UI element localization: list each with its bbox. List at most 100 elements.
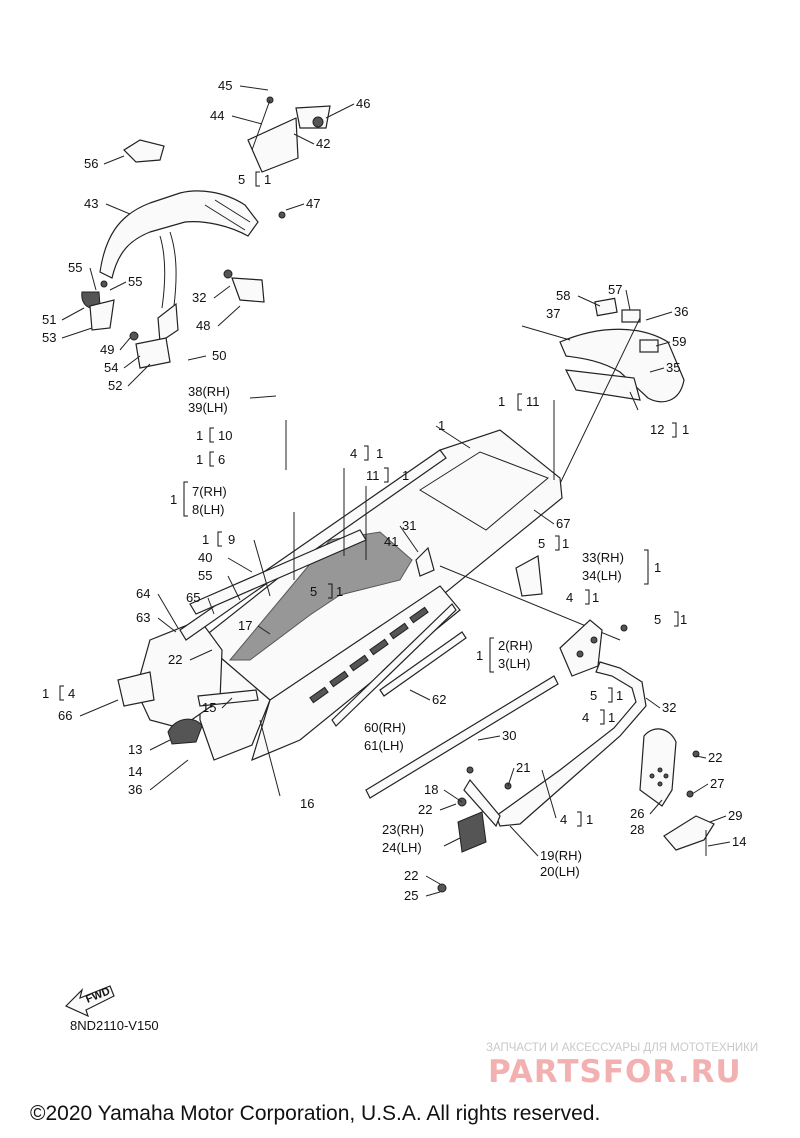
label-1: 1 (336, 584, 343, 599)
label-31: 31 (402, 518, 416, 533)
label-22: 22 (418, 802, 432, 817)
tunnel-frame (117, 400, 621, 799)
drawing-code: 8ND2110-V150 (70, 1018, 159, 1033)
label-3-lh: 3(LH) (498, 656, 531, 671)
label-24-lh: 24(LH) (382, 840, 422, 855)
label-37: 37 (546, 306, 560, 321)
watermark-tagline: ЗАПЧАСТИ И АКСЕССУАРЫ ДЛЯ МОТОТЕХНИКИ (486, 1042, 759, 1054)
label-23-rh: 23(RH) (382, 822, 424, 837)
label-64: 64 (136, 586, 150, 601)
bracket-marks (59, 171, 679, 827)
label-54: 54 (104, 360, 118, 375)
label-39-lh: 39(LH) (188, 400, 228, 415)
label-53: 53 (42, 330, 56, 345)
label-27: 27 (710, 776, 724, 791)
label-21: 21 (516, 760, 530, 775)
label-41: 41 (384, 534, 398, 549)
label-1: 1 (562, 536, 569, 551)
label-4: 4 (582, 710, 589, 725)
label-17: 17 (238, 618, 252, 633)
forward-arrow: FWD (64, 985, 115, 1018)
label-22: 22 (404, 868, 418, 883)
label-59: 59 (672, 334, 686, 349)
label-51: 51 (42, 312, 56, 327)
foot-brace-tube (495, 661, 647, 827)
label-18: 18 (424, 782, 438, 797)
label-1: 1 (680, 612, 687, 627)
label-4: 4 (560, 812, 567, 827)
label-1: 1 (196, 452, 203, 467)
label-1: 1 (196, 428, 203, 443)
label-60-rh: 60(RH) (364, 720, 406, 735)
mount-plate-2 (559, 619, 603, 677)
label-61-lh: 61(LH) (364, 738, 404, 753)
label-52: 52 (108, 378, 122, 393)
rear-bracket (247, 117, 299, 173)
label-26: 26 (630, 806, 644, 821)
label-50: 50 (212, 348, 226, 363)
label-55: 55 (198, 568, 212, 583)
rear-flap-assembly (521, 297, 685, 497)
label-1: 1 (376, 446, 383, 461)
label-1: 1 (202, 532, 209, 547)
step-plate (639, 728, 677, 807)
label-5: 5 (590, 688, 597, 703)
label-9: 9 (228, 532, 235, 547)
label-16: 16 (300, 796, 314, 811)
label-11: 11 (526, 394, 540, 409)
label-57: 57 (608, 282, 622, 297)
label-62: 62 (432, 692, 446, 707)
label-13: 13 (128, 742, 142, 757)
label-44: 44 (210, 108, 224, 123)
label-34-lh: 34(LH) (582, 568, 622, 583)
running-board-assembly (415, 546, 715, 893)
label-55: 55 (128, 274, 142, 289)
label-5: 5 (654, 612, 661, 627)
label-5: 5 (538, 536, 545, 551)
label-25: 25 (404, 888, 418, 903)
label-7-rh: 7(RH) (192, 484, 227, 499)
label-15: 15 (202, 700, 216, 715)
label-28: 28 (630, 822, 644, 837)
label-56: 56 (84, 156, 98, 171)
bracket-23 (457, 811, 487, 853)
label-38-rh: 38(RH) (188, 384, 230, 399)
label-22: 22 (708, 750, 722, 765)
label-47: 47 (306, 196, 320, 211)
foothold-right (663, 815, 715, 851)
label-1: 1 (170, 492, 177, 507)
label-1: 1 (264, 172, 271, 187)
cover-56 (123, 139, 165, 163)
label-1: 1 (402, 468, 409, 483)
label-4: 4 (68, 686, 75, 701)
label-46: 46 (356, 96, 370, 111)
label-49: 49 (100, 342, 114, 357)
label-66: 66 (58, 708, 72, 723)
label-45: 45 (218, 78, 232, 93)
label-12: 12 (650, 422, 664, 437)
label-1: 1 (592, 590, 599, 605)
part-labels: 45 44 46 42 56 5 1 43 47 55 55 32 51 48 … (42, 78, 746, 903)
label-42: 42 (316, 136, 330, 151)
label-1: 1 (42, 686, 49, 701)
label-4: 4 (566, 590, 573, 605)
label-67: 67 (556, 516, 570, 531)
label-19-rh: 19(RH) (540, 848, 582, 863)
label-11: 11 (366, 468, 380, 483)
label-5: 5 (238, 172, 245, 187)
foothold-left (167, 718, 203, 745)
label-1: 1 (616, 688, 623, 703)
label-1: 1 (476, 648, 483, 663)
label-32: 32 (662, 700, 676, 715)
mount-bracket-left (89, 299, 115, 331)
cooling-slots (309, 606, 429, 704)
label-43: 43 (84, 196, 98, 211)
label-33-rh: 33(RH) (582, 550, 624, 565)
label-22: 22 (168, 652, 182, 667)
leader-lines (61, 85, 731, 897)
bumper-tube (99, 190, 259, 279)
label-63: 63 (136, 610, 150, 625)
label-65: 65 (186, 590, 200, 605)
label-35: 35 (666, 360, 680, 375)
